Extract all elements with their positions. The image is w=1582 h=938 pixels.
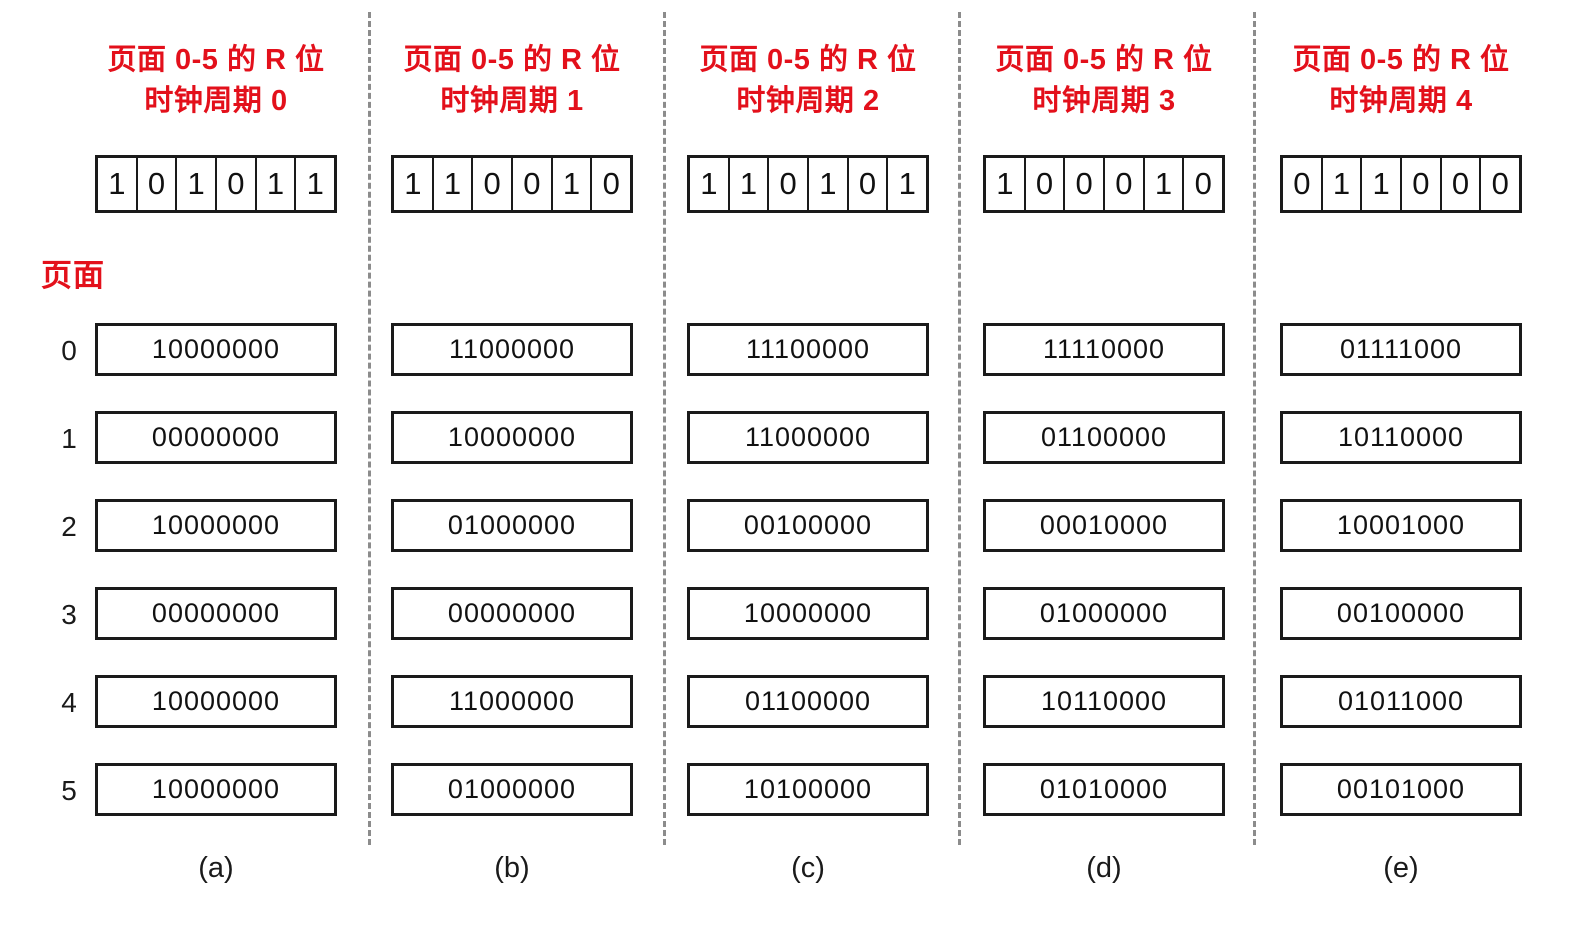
column-heading-line1: 页面 0-5 的 R 位 [1292, 44, 1510, 76]
r-bit-cell: 0 [1402, 158, 1442, 210]
r-bit-strip-a: 1 0 1 0 1 1 [95, 155, 337, 213]
r-bit-cell: 0 [1065, 158, 1106, 210]
r-bit-cell: 1 [257, 158, 297, 210]
r-bit-strip-b: 1 1 0 0 1 0 [391, 155, 633, 213]
counter-box: 11000000 [687, 411, 929, 464]
counter-box: 00000000 [95, 411, 337, 464]
row-index-4: 4 [61, 687, 77, 718]
column-heading-line1: 页面 0-5 的 R 位 [403, 44, 621, 76]
r-bit-cell: 1 [394, 158, 434, 210]
counter-box: 01000000 [391, 763, 633, 816]
counter-box: 01011000 [1280, 675, 1522, 728]
counter-box: 11000000 [391, 323, 633, 376]
r-bit-cell: 0 [1105, 158, 1145, 210]
column-heading-line1: 页面 0-5 的 R 位 [107, 44, 325, 76]
counter-box: 10100000 [687, 763, 929, 816]
r-bit-cell: 1 [553, 158, 593, 210]
r-bit-cell: 0 [602, 166, 620, 201]
column-heading-c: 页面 0-5 的 R 位 时钟周期 2 [663, 40, 953, 122]
column-heading-d: 页面 0-5 的 R 位 时钟周期 3 [959, 40, 1249, 122]
r-bit-cell: 0 [513, 158, 553, 210]
r-bit-cell: 0 [1442, 158, 1482, 210]
column-heading-line1: 页面 0-5 的 R 位 [699, 44, 917, 76]
r-bit-cell: 1 [1145, 158, 1185, 210]
r-bit-cell: 0 [473, 158, 514, 210]
column-separator-4 [1253, 12, 1256, 845]
r-bit-cell: 0 [849, 158, 889, 210]
row-index-1: 1 [61, 423, 77, 454]
sub-caption-e: (e) [1383, 852, 1419, 884]
counter-box: 01010000 [983, 763, 1225, 816]
column-heading-line2: 时钟周期 3 [1032, 85, 1176, 118]
r-bit-cell: 0 [1491, 166, 1509, 201]
row-index-5: 5 [61, 775, 77, 806]
counter-box: 00000000 [95, 587, 337, 640]
column-separator-3 [958, 12, 961, 845]
r-bit-strip-e: 0 1 1 0 0 0 [1280, 155, 1522, 213]
column-heading-line1: 页面 0-5 的 R 位 [995, 44, 1213, 76]
r-bit-cell: 1 [177, 158, 218, 210]
r-bit-cell: 1 [690, 158, 730, 210]
counter-box: 00010000 [983, 499, 1225, 552]
counter-box: 01100000 [983, 411, 1225, 464]
counter-box: 00000000 [391, 587, 633, 640]
counter-box: 10000000 [687, 587, 929, 640]
r-bit-cell: 0 [769, 158, 810, 210]
r-bit-cell: 1 [306, 166, 324, 201]
column-heading-line2: 时钟周期 4 [1329, 85, 1473, 118]
counter-box: 10001000 [1280, 499, 1522, 552]
counter-box: 00101000 [1280, 763, 1522, 816]
counter-box: 00100000 [687, 499, 929, 552]
sub-caption-b: (b) [494, 852, 530, 884]
counter-box: 10000000 [391, 411, 633, 464]
column-heading-line2: 时钟周期 1 [440, 85, 584, 118]
r-bit-cell: 1 [1323, 158, 1363, 210]
counter-box: 11000000 [391, 675, 633, 728]
r-bit-cell: 1 [730, 158, 770, 210]
r-bit-cell: 1 [898, 166, 916, 201]
counter-box: 01111000 [1280, 323, 1522, 376]
counter-box: 10110000 [1280, 411, 1522, 464]
counter-box: 10000000 [95, 675, 337, 728]
counter-box: 10000000 [95, 499, 337, 552]
r-bit-cell: 0 [138, 158, 178, 210]
r-bit-cell: 0 [1194, 166, 1212, 201]
sub-caption-d: (d) [1086, 852, 1122, 884]
column-heading-a: 页面 0-5 的 R 位 时钟周期 0 [71, 40, 361, 122]
r-bit-cell: 0 [1283, 158, 1323, 210]
column-heading-b: 页面 0-5 的 R 位 时钟周期 1 [367, 40, 657, 122]
column-separator-1 [368, 12, 371, 845]
column-heading-line2: 时钟周期 2 [736, 85, 880, 118]
r-bit-cell: 1 [98, 158, 138, 210]
counter-box: 01000000 [983, 587, 1225, 640]
r-bit-strip-c: 1 1 0 1 0 1 [687, 155, 929, 213]
r-bit-cell: 1 [986, 158, 1026, 210]
sub-caption-c: (c) [791, 852, 825, 884]
row-index-3: 3 [61, 599, 77, 630]
counter-box: 00100000 [1280, 587, 1522, 640]
r-bit-cell: 0 [1026, 158, 1066, 210]
column-heading-e: 页面 0-5 的 R 位 时钟周期 4 [1256, 40, 1546, 122]
counter-box: 10110000 [983, 675, 1225, 728]
counter-box: 10000000 [95, 763, 337, 816]
row-index-2: 2 [61, 511, 77, 542]
counter-box: 11110000 [983, 323, 1225, 376]
r-bit-cell: 1 [809, 158, 849, 210]
counter-box: 01100000 [687, 675, 929, 728]
r-bit-cell: 0 [217, 158, 257, 210]
r-bit-cell: 1 [1362, 158, 1403, 210]
counter-box: 11100000 [687, 323, 929, 376]
row-index-0: 0 [61, 335, 77, 366]
column-heading-line2: 时钟周期 0 [144, 85, 288, 118]
page-column-label: 页面 [41, 258, 105, 293]
column-separator-2 [663, 12, 666, 845]
r-bit-cell: 1 [434, 158, 474, 210]
sub-caption-a: (a) [198, 852, 234, 884]
counter-box: 10000000 [95, 323, 337, 376]
counter-box: 01000000 [391, 499, 633, 552]
r-bit-strip-d: 1 0 0 0 1 0 [983, 155, 1225, 213]
